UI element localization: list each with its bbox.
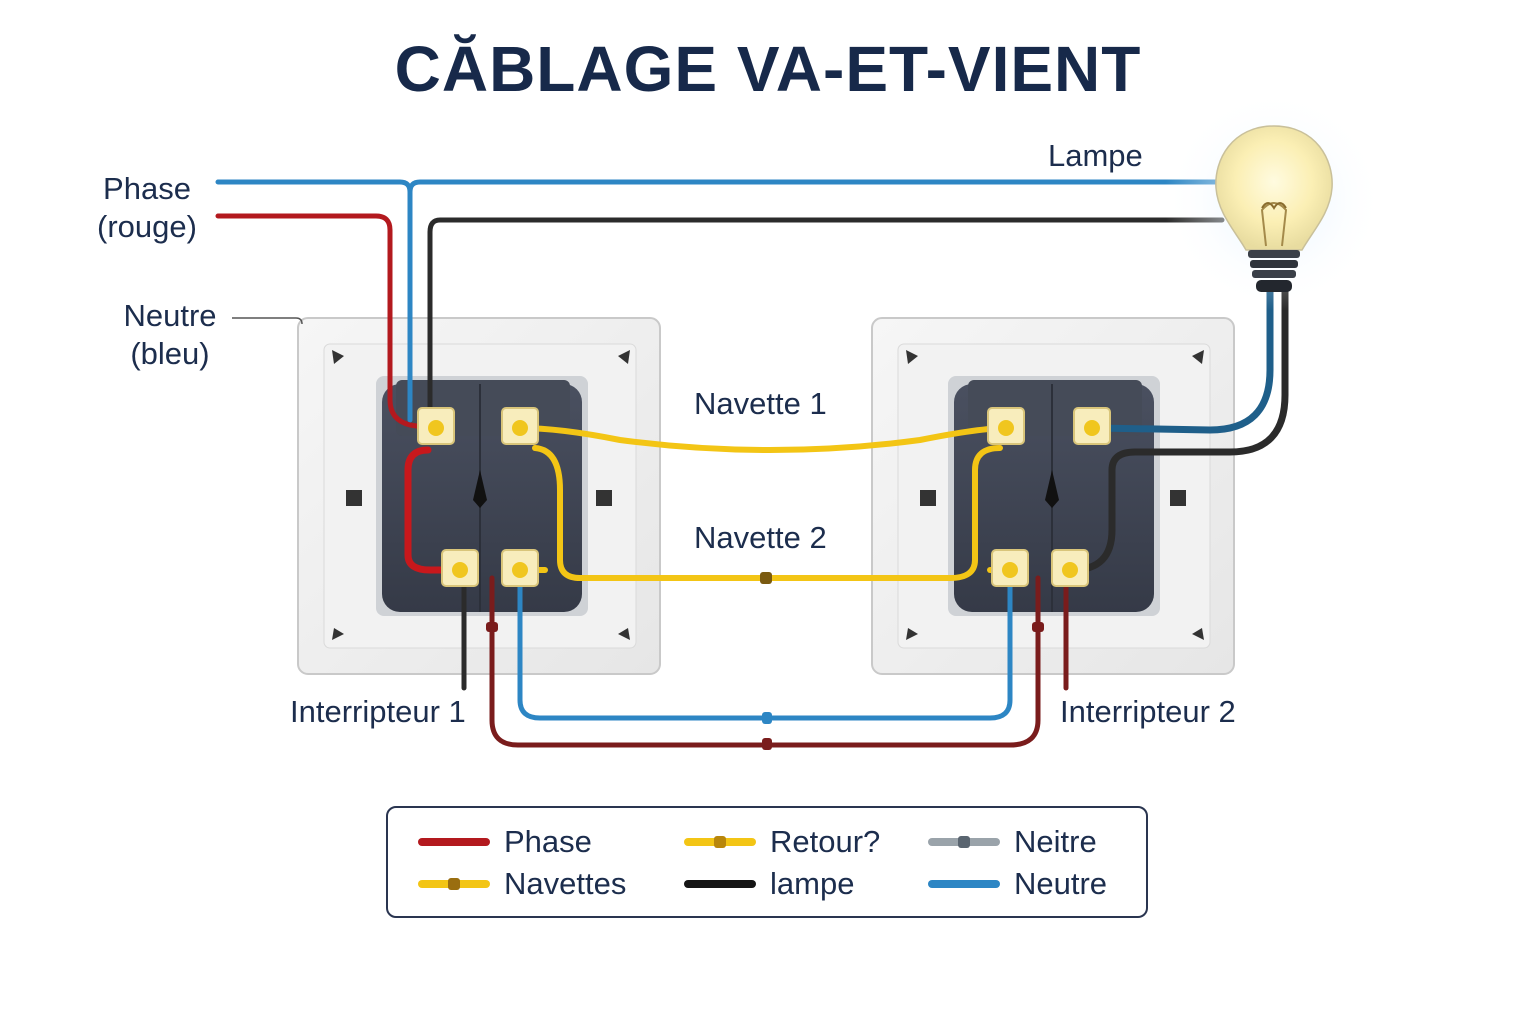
neutre-label: Neutre (bleu)	[106, 297, 234, 373]
phase-wire	[215, 213, 433, 431]
navette-1-label: Navette 1	[694, 386, 827, 421]
lamp-label: Lampe	[1048, 138, 1143, 173]
phase-label-line1: Phase	[103, 171, 191, 206]
legend-label: Phase	[504, 824, 592, 859]
legend-label: Retour?	[770, 824, 881, 859]
legend-label: Navettes	[504, 866, 627, 901]
switch-1	[297, 317, 661, 675]
navette-1-wire	[517, 425, 1011, 453]
page-title: CĂBLAGE VA-ET-VIENT	[394, 33, 1142, 105]
terminals	[417, 407, 1111, 587]
switch-2-label: Interripteur 2	[1060, 694, 1236, 729]
legend-item-lampe: lampe	[684, 864, 854, 904]
light-bulb-icon	[1164, 90, 1384, 310]
legend-item-phase: Phase	[418, 822, 592, 862]
legend-swatch	[418, 878, 490, 890]
legend-swatch	[418, 838, 490, 846]
legend-item-navettes: Navettes	[418, 864, 626, 904]
neutre-label-line1: Neutre	[123, 298, 217, 333]
switch-2	[871, 317, 1235, 675]
lamp-return-wire	[427, 217, 1225, 423]
legend-swatch	[684, 836, 756, 848]
legend-item-neitre: Neitre	[928, 822, 1097, 862]
legend-swatch	[928, 880, 1000, 888]
phase-label: Phase (rouge)	[88, 170, 206, 246]
wires	[215, 179, 1289, 748]
legend: Phase Retour? Neitre Navettes lampe Neut…	[386, 806, 1148, 918]
navette-2-label: Navette 2	[694, 520, 827, 555]
legend-swatch	[684, 880, 756, 888]
switch-1-label: Interripteur 1	[290, 694, 466, 729]
legend-label: lampe	[770, 866, 855, 901]
legend-item-retour: Retour?	[684, 822, 880, 862]
phase-label-line2: (rouge)	[97, 209, 197, 244]
neutre-label-line2: (bleu)	[130, 336, 210, 371]
legend-swatch	[928, 836, 1000, 848]
legend-label: Neutre	[1014, 866, 1108, 901]
legend-item-neutre: Neutre	[928, 864, 1107, 904]
legend-label: Neitre	[1014, 824, 1097, 859]
